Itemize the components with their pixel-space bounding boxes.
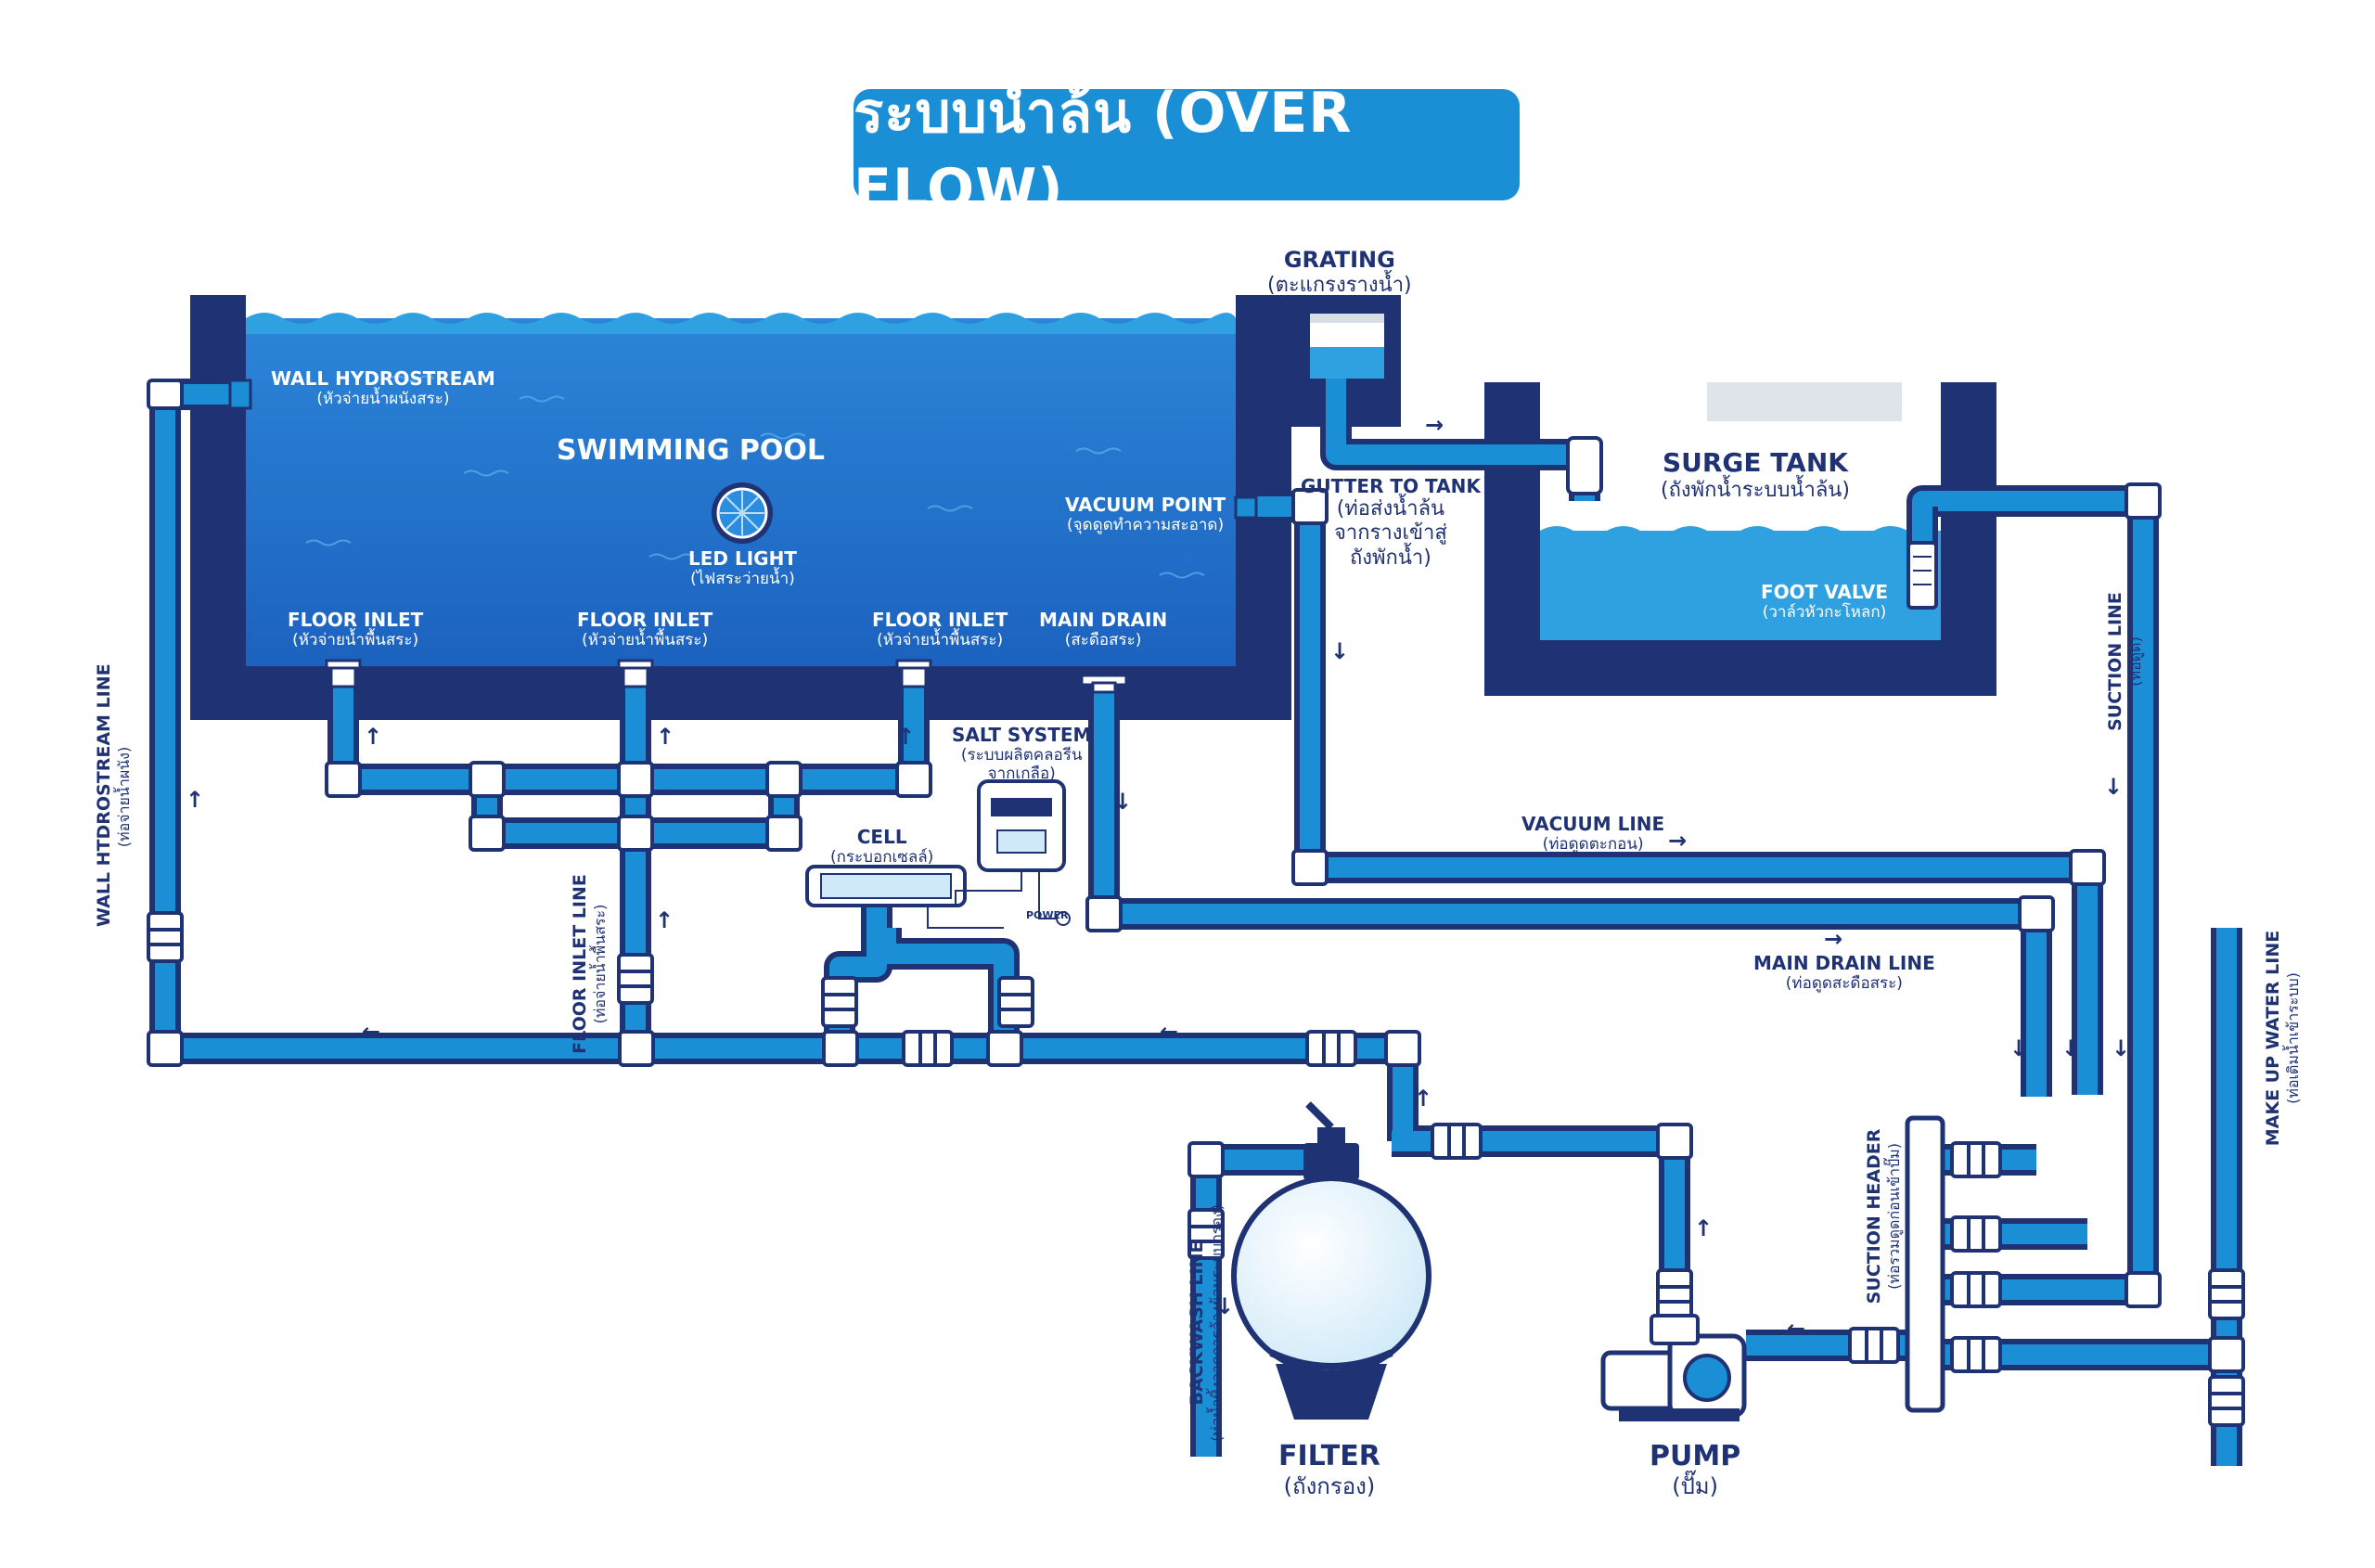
- suction-header-label: SUCTION HEADER (ท่อรวมดูดก่อนเข้าปั๊ม): [1864, 1128, 1903, 1305]
- flow-arrow-icon: ←: [1160, 1019, 1179, 1045]
- cell-label: CELL (กระบอกเซลล์): [830, 826, 934, 867]
- main-drain-label: MAIN DRAIN (สะดือสระ): [1039, 609, 1168, 649]
- flow-arrow-icon: ↑: [186, 787, 205, 813]
- vacuum-line-label: VACUUM LINE (ท่อดูดตะกอน): [1521, 813, 1665, 854]
- led-light-label: LED LIGHT (ไฟสระว่ายน้ำ): [688, 547, 797, 588]
- flow-arrow-icon: ↑: [896, 724, 916, 750]
- flow-arrow-icon: ↓: [2104, 774, 2124, 800]
- floor-inlet-label-2: FLOOR INLET (หัวจ่ายน้ำพื้นสระ): [577, 609, 713, 649]
- wall-hydrostream-line-label: WALL HTDROSTREAM LINE (ท่อจ่ายน้ำผนัง): [94, 663, 133, 927]
- flow-arrow-icon: →: [1668, 828, 1688, 854]
- suction-header: [1905, 1115, 1945, 1413]
- valve-icon: [147, 911, 2245, 1427]
- swimming-pool-label: SWIMMING POOL: [557, 434, 826, 467]
- grating-gutter: [1236, 295, 1401, 427]
- foot-valve-label: FOOT VALVE (วาล์วหัวกะโหลก): [1761, 581, 1889, 622]
- led-light-icon: [712, 482, 773, 544]
- pump-label: PUMP (ปั๊ม): [1650, 1440, 1741, 1499]
- flow-arrow-icon: ↑: [364, 724, 383, 750]
- flow-arrow-icon: ↑: [655, 907, 674, 933]
- flow-arrow-icon: →: [1425, 412, 1444, 438]
- surge-tank-label: SURGE TANK (ถังพักน้ำระบบน้ำล้น): [1661, 447, 1850, 502]
- flow-arrow-icon: ↓: [1215, 1293, 1235, 1319]
- flow-arrow-icon: ↓: [1113, 789, 1133, 815]
- filter-tank-icon: [1231, 1101, 1431, 1420]
- wall-hydrostream-label: WALL HYDROSTREAM (หัวจ่ายน้ำผนังสระ): [271, 367, 495, 408]
- power-label: POWER: [1026, 909, 1069, 921]
- main-drain-line-label: MAIN DRAIN LINE (ท่อดูดสะดือสระ): [1753, 952, 1935, 993]
- flow-arrow-icon: ↓: [1330, 638, 1350, 664]
- foot-valve-icon: [1906, 507, 1938, 610]
- suction-line-label: SUCTION LINE (ท่อดูด): [2105, 592, 2144, 731]
- pump-icon: [1600, 1314, 1747, 1421]
- salt-system-label: SALT SYSTEM (ระบบผลิตคลอรีน จากเกลือ): [952, 724, 1092, 784]
- flow-arrow-icon: ↑: [1694, 1215, 1714, 1241]
- filter-label: FILTER (ถังกรอง): [1278, 1440, 1380, 1499]
- vacuum-point-label: VACUUM POINT (จุดดูดทำความสะอาด): [1065, 494, 1226, 534]
- flow-arrow-icon: ←: [1787, 1316, 1806, 1342]
- floor-inlet-line-label: FLOOR INLET LINE (ท่อจ่ายน้ำพื้นสระ): [570, 874, 609, 1054]
- floor-inlet-label-1: FLOOR INLET (หัวจ่ายน้ำพื้นสระ): [288, 609, 424, 649]
- flow-arrow-icon: ↑: [656, 724, 675, 750]
- floor-inlet-label-3: FLOOR INLET (หัวจ่ายน้ำพื้นสระ): [872, 609, 1008, 649]
- flow-arrow-icon: →: [1824, 926, 1843, 952]
- make-up-water-line-label: MAKE UP WATER LINE (ท่อเติมน้ำเข้าระบบ): [2263, 930, 2302, 1147]
- gutter-to-tank-label: GUTTER TO TANK (ท่อส่งน้ำล้น จากรางเข้าส…: [1301, 475, 1481, 570]
- flow-arrow-icon: ↓: [2112, 1035, 2131, 1061]
- backwash-line-label: BACKWASH LINE (ท่อน้ำทิ้งจากการล้างย้อนร…: [1187, 1204, 1226, 1442]
- salt-controller-icon: [955, 779, 1071, 926]
- flow-arrow-icon: ↓: [2009, 1035, 2029, 1061]
- pool-fixtures: [228, 379, 1258, 694]
- flow-arrow-icon: ↓: [2061, 1035, 2081, 1061]
- flow-arrow-icon: ←: [362, 1019, 381, 1045]
- flow-arrow-icon: ↑: [1414, 1086, 1433, 1112]
- grating-label: GRATING (ตะแกรงรางน้ำ): [1267, 247, 1412, 297]
- page-title: ระบบน้ำล้น (OVER FLOW): [854, 81, 1520, 222]
- salt-cell-icon: [805, 865, 1004, 929]
- pipe-fittings: [147, 379, 2245, 1373]
